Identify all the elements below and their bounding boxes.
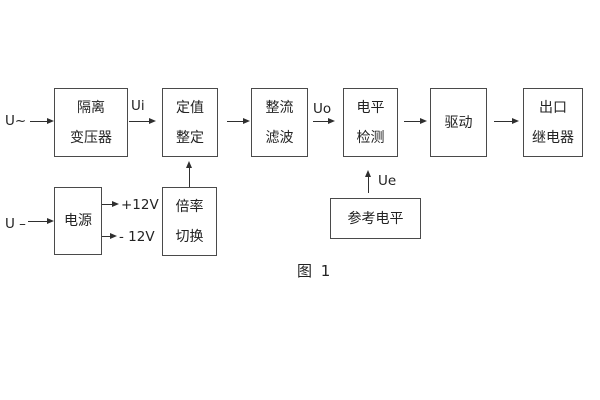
- block-ratio-switch: 倍率 切换: [162, 187, 217, 256]
- block-reference-level: 参考电平: [330, 198, 421, 239]
- arrow-setting-to-rectifier: [227, 117, 250, 124]
- block-drive: 驱动: [430, 88, 487, 157]
- arrow-reference-to-level: [364, 170, 371, 193]
- block-label-line: 出口: [539, 99, 567, 116]
- block-rectifier-filter: 整流 滤波: [251, 88, 308, 157]
- figure-caption: 图 1: [297, 262, 333, 280]
- block-label-line: 参考电平: [347, 210, 404, 227]
- block-label-line: 变压器: [70, 129, 112, 146]
- arrow-dc-input-to-power: [28, 217, 54, 224]
- label-dc-input: U –: [5, 216, 26, 232]
- block-label-line: 检测: [356, 129, 385, 146]
- label-uo-signal: Uo: [313, 101, 332, 117]
- block-isolation-transformer: 隔离 变压器: [54, 88, 128, 157]
- arrow-transformer-to-setting: [129, 117, 156, 124]
- arrow-rectifier-to-level: [313, 117, 335, 124]
- block-label-line: 继电器: [532, 129, 574, 146]
- block-label-line: 电源: [64, 213, 92, 229]
- block-power-supply: 电源: [54, 187, 102, 255]
- block-label-line: 电平: [356, 99, 385, 116]
- arrow-power-to-neg-rail: [102, 232, 117, 239]
- block-output-relay: 出口 继电器: [523, 88, 583, 157]
- label-ue-signal: Ue: [378, 173, 397, 189]
- block-label-line: 驱动: [444, 114, 473, 131]
- block-label-line: 滤波: [265, 129, 294, 146]
- arrow-level-to-drive: [404, 117, 427, 124]
- label-ui-signal: Ui: [131, 98, 145, 114]
- label-rail-neg-12v: - 12V: [119, 229, 155, 245]
- block-label-line: 整流: [265, 99, 294, 116]
- block-label-line: 倍率: [175, 198, 204, 215]
- label-rail-pos-12v: +12V: [121, 197, 159, 213]
- arrow-ratio-to-setting: [185, 161, 192, 187]
- arrow-power-to-pos-rail: [102, 200, 119, 207]
- arrow-ac-input-to-transformer: [30, 117, 54, 124]
- block-level-detect: 电平 检测: [343, 88, 398, 157]
- block-label-line: 整定: [176, 129, 204, 146]
- block-label-line: 隔离: [77, 99, 105, 116]
- label-ac-input: U~: [5, 113, 27, 129]
- block-setting-adjust: 定值 整定: [162, 88, 218, 157]
- block-label-line: 切换: [175, 228, 204, 245]
- arrow-drive-to-relay: [494, 117, 519, 124]
- block-label-line: 定值: [176, 99, 204, 116]
